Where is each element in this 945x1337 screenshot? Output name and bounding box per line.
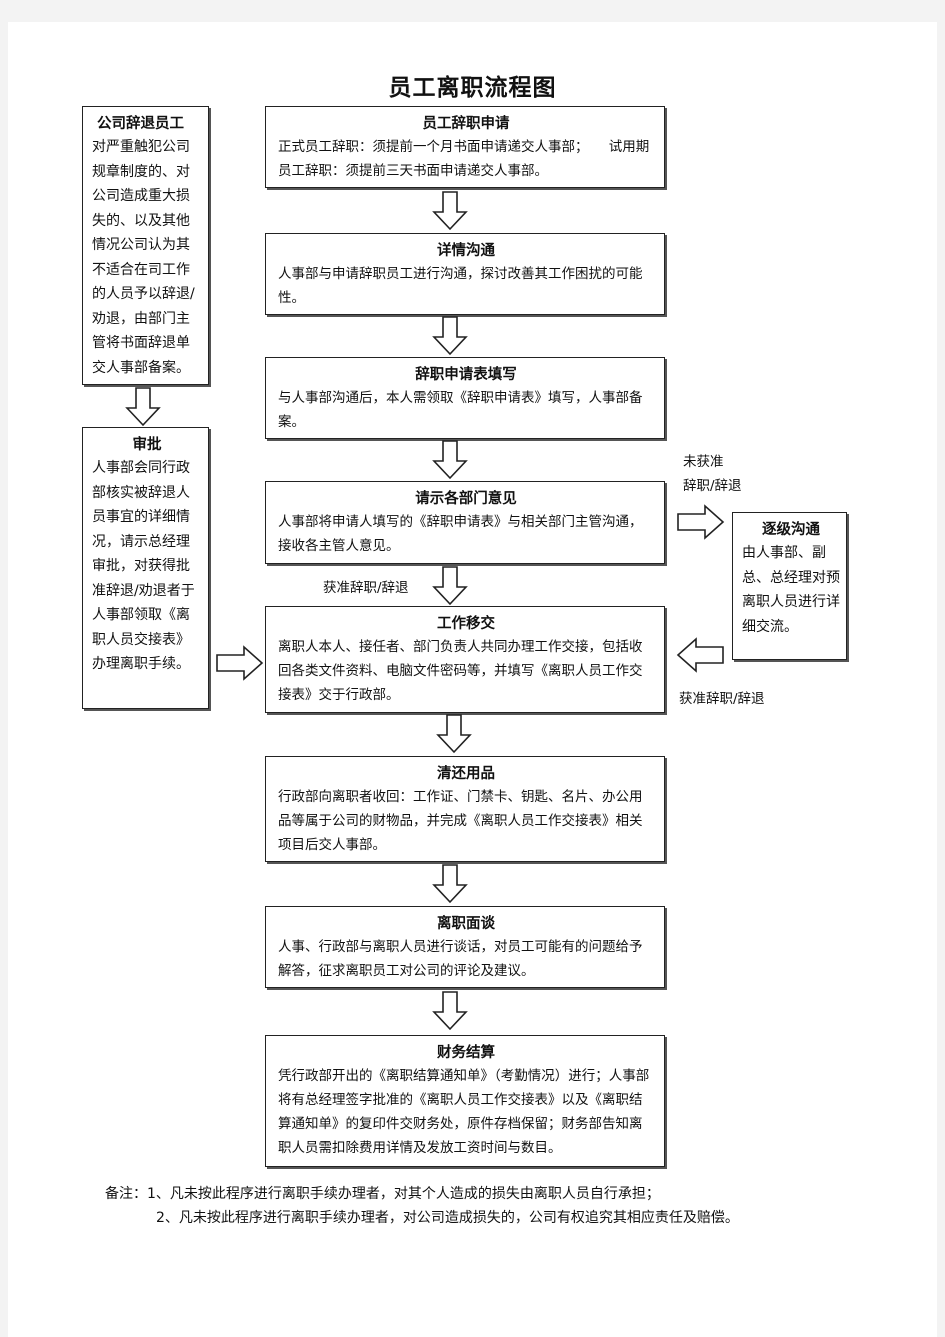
label-approved-right: 获准辞职/辞退 bbox=[679, 691, 765, 707]
approval-title: 审批 bbox=[132, 437, 162, 453]
diagram-title: 员工离职流程图 bbox=[388, 74, 557, 101]
step-resignation-form: 辞职申请表填写 与人事部沟通后，本人需领取《辞职申请表》填写，人事部备案。 bbox=[265, 357, 665, 439]
down-arrow-icon bbox=[432, 191, 468, 231]
note-2: 2、凡未按此程序进行离职手续办理者，对公司造成损失的，公司有权追究其相应责任及赔… bbox=[156, 1210, 739, 1226]
label-not-approved-line2: 辞职/辞退 bbox=[683, 478, 742, 494]
down-arrow-icon bbox=[432, 316, 468, 356]
approval-box: 审批 人事部会同行政部核实被辞退人员事宜的详细情况，请示总经理审批，对获得批准辞… bbox=[82, 427, 209, 709]
escalate-title: 逐级沟通 bbox=[762, 522, 820, 538]
note-1: 备注：1、凡未按此程序进行离职手续办理者，对其个人造成的损失由离职人员自行承担； bbox=[105, 1186, 660, 1202]
step-exit-interview: 离职面谈 人事、行政部与离职人员进行谈话，对员工可能有的问题给予解答，征求离职员… bbox=[265, 906, 665, 988]
step-title: 详情沟通 bbox=[437, 243, 495, 259]
down-arrow-icon bbox=[432, 566, 468, 606]
dismissal-body: 对严重触犯公司规章制度的、对公司造成重大损失的、以及其他情况公司认为其不适合在司… bbox=[92, 139, 195, 376]
left-arrow-icon bbox=[676, 637, 724, 673]
step-title: 财务结算 bbox=[437, 1045, 495, 1061]
step-body: 人事部将申请人填写的《辞职申请表》与相关部门主管沟通，接收各主管人意见。 bbox=[278, 514, 643, 554]
step-body: 正式员工辞职：须提前一个月书面申请递交人事部； 试用期员工辞职：须提前三天书面申… bbox=[278, 139, 650, 179]
step-financial-settlement: 财务结算 凭行政部开出的《离职结算通知单》（考勤情况）进行；人事部将有总经理签字… bbox=[265, 1035, 665, 1167]
step-title: 清还用品 bbox=[437, 766, 495, 782]
step-title: 辞职申请表填写 bbox=[415, 367, 517, 383]
step-body: 人事部与申请辞职员工进行沟通，探讨改善其工作困扰的可能性。 bbox=[278, 266, 643, 306]
label-approved-center: 获准辞职/辞退 bbox=[323, 580, 409, 596]
step-body: 凭行政部开出的《离职结算通知单》（考勤情况）进行；人事部将有总经理签字批准的《离… bbox=[278, 1068, 650, 1156]
dismissal-box: 公司辞退员工 对严重触犯公司规章制度的、对公司造成重大损失的、以及其他情况公司认… bbox=[82, 106, 209, 385]
right-arrow-icon bbox=[216, 645, 264, 681]
step-return-items: 清还用品 行政部向离职者收回：工作证、门禁卡、钥匙、名片、办公用品等属于公司的财… bbox=[265, 756, 665, 862]
step-body: 人事、行政部与离职人员进行谈话，对员工可能有的问题给予解答，征求离职员工对公司的… bbox=[278, 939, 643, 979]
step-work-handover: 工作移交 离职人本人、接任者、部门负责人共同办理工作交接，包括收回各类文件资料、… bbox=[265, 606, 665, 713]
step-body: 离职人本人、接任者、部门负责人共同办理工作交接，包括收回各类文件资料、电脑文件密… bbox=[278, 639, 643, 703]
down-arrow-icon bbox=[432, 864, 468, 904]
approval-body: 人事部会同行政部核实被辞退人员事宜的详细情况，请示总经理审批，对获得批准辞退/劝… bbox=[92, 460, 195, 672]
step-resignation-application: 员工辞职申请 正式员工辞职：须提前一个月书面申请递交人事部； 试用期员工辞职：须… bbox=[265, 106, 665, 188]
down-arrow-icon bbox=[432, 991, 468, 1031]
step-body: 行政部向离职者收回：工作证、门禁卡、钥匙、名片、办公用品等属于公司的财物品，并完… bbox=[278, 789, 643, 853]
down-arrow-icon bbox=[432, 440, 468, 480]
escalate-body: 由人事部、副总、总经理对预离职人员进行详细交流。 bbox=[742, 545, 840, 635]
step-title: 请示各部门意见 bbox=[415, 491, 517, 507]
down-arrow-icon bbox=[436, 714, 472, 754]
right-arrow-icon bbox=[677, 504, 725, 540]
step-detailed-communication: 详情沟通 人事部与申请辞职员工进行沟通，探讨改善其工作困扰的可能性。 bbox=[265, 233, 665, 315]
step-department-opinions: 请示各部门意见 人事部将申请人填写的《辞职申请表》与相关部门主管沟通，接收各主管… bbox=[265, 481, 665, 564]
label-not-approved-line1: 未获准 bbox=[683, 454, 724, 470]
escalate-box: 逐级沟通 由人事部、副总、总经理对预离职人员进行详细交流。 bbox=[732, 512, 847, 660]
step-title: 工作移交 bbox=[437, 616, 495, 632]
down-arrow-icon bbox=[125, 387, 161, 427]
step-title: 离职面谈 bbox=[437, 916, 495, 932]
dismissal-title: 公司辞退员工 bbox=[97, 116, 184, 132]
step-body: 与人事部沟通后，本人需领取《辞职申请表》填写，人事部备案。 bbox=[278, 390, 643, 430]
step-title: 员工辞职申请 bbox=[422, 116, 510, 132]
